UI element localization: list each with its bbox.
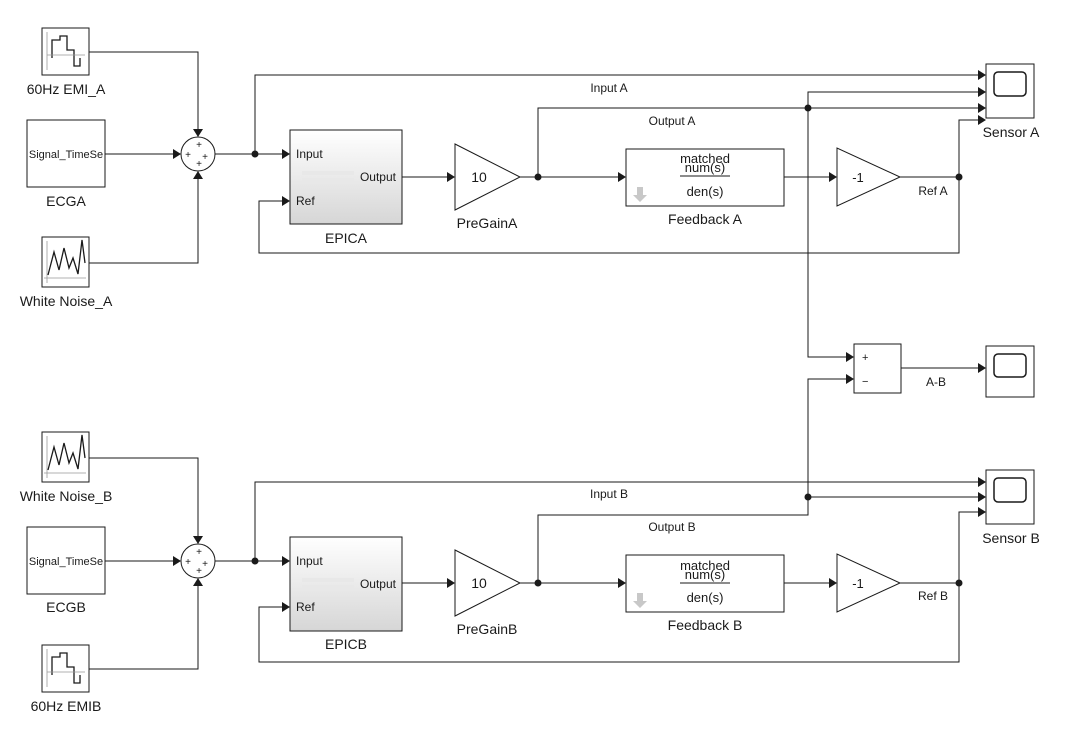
ecg-b-label: ECGB	[46, 599, 86, 615]
pregain-a-label: PreGainA	[457, 215, 518, 231]
sum-a-sign-bottom: +	[196, 159, 202, 170]
emi-a-label: 60Hz EMI_A	[27, 81, 106, 97]
epic-b-input-port: Input	[296, 554, 323, 568]
noise-a-label: White Noise_A	[20, 293, 113, 309]
emi-a-block[interactable]	[41, 27, 90, 76]
epic-a-ref-port: Ref	[296, 194, 315, 208]
sum-a-block[interactable]: + + + +	[180, 136, 216, 172]
ecg-b-block[interactable]: Signal_TimeSe	[26, 526, 106, 595]
feedback-b-block[interactable]: matched num(s) den(s)	[625, 554, 785, 613]
ecg-a-label: ECGA	[46, 193, 86, 209]
sum-a-sign-mid: +	[202, 152, 208, 163]
sensor-a-scope[interactable]	[985, 63, 1035, 119]
difference-section: + − A-B	[853, 343, 1035, 398]
sensor-b-label: Sensor B	[982, 530, 1040, 546]
system-b: White Noise_B Signal_TimeSe ECGB 60Hz EM…	[20, 374, 1040, 714]
signal-ref-b: Ref B	[918, 589, 948, 603]
signal-ref-a: Ref A	[918, 184, 947, 198]
epic-a-block[interactable]: Input Output Ref	[289, 129, 403, 225]
sensor-a-label: Sensor A	[983, 124, 1040, 140]
feedback-b-den: den(s)	[687, 590, 724, 605]
feedback-b-arrow-icon	[633, 593, 647, 608]
epic-b-output-port: Output	[360, 577, 397, 591]
epic-a-input-port: Input	[296, 147, 323, 161]
difference-sum-block[interactable]: + −	[853, 343, 902, 394]
feedback-a-num: num(s)	[685, 160, 725, 175]
epic-a-output-port: Output	[360, 170, 397, 184]
negate-a-value: -1	[852, 170, 864, 185]
signal-output-b: Output B	[648, 520, 695, 534]
epic-a-label: EPICA	[325, 230, 368, 246]
noise-a-block[interactable]	[41, 236, 90, 288]
pregain-a-value: 10	[471, 169, 487, 185]
pregain-b-value: 10	[471, 575, 487, 591]
sum-b-sign-mid: +	[202, 559, 208, 570]
epic-b-block[interactable]: Input Output Ref	[289, 536, 403, 632]
ecg-a-block[interactable]: Signal_TimeSe	[26, 119, 106, 188]
sum-b-sign-top: +	[196, 547, 202, 558]
pregain-b-block[interactable]: 10	[454, 549, 522, 617]
sensor-b-scope[interactable]	[985, 469, 1035, 525]
difference-minus: −	[862, 376, 868, 388]
epic-b-ref-port: Ref	[296, 600, 315, 614]
system-a: 60Hz EMI_A Signal_TimeSe ECGA White Nois…	[20, 27, 1040, 362]
ecg-b-content: Signal_TimeSe	[29, 556, 103, 568]
signal-output-a: Output A	[649, 114, 696, 128]
sum-a-sign-left: +	[185, 150, 191, 161]
difference-scope[interactable]	[985, 345, 1035, 398]
negate-a-block[interactable]: -1	[836, 147, 902, 207]
emi-b-label: 60Hz EMIB	[31, 698, 102, 714]
sum-b-block[interactable]: + + + +	[180, 543, 216, 579]
signal-input-a: Input A	[590, 81, 627, 95]
ecg-a-content: Signal_TimeSe	[29, 149, 103, 161]
feedback-a-label: Feedback A	[668, 211, 743, 227]
emi-b-block[interactable]	[41, 644, 90, 693]
feedback-a-arrow-icon	[633, 187, 647, 202]
feedback-b-num: num(s)	[685, 567, 725, 582]
feedback-a-block[interactable]: matched num(s) den(s)	[625, 148, 785, 207]
sum-b-sign-bottom: +	[196, 566, 202, 577]
feedback-b-label: Feedback B	[668, 617, 743, 633]
noise-b-label: White Noise_B	[20, 488, 113, 504]
sum-b-sign-left: +	[185, 557, 191, 568]
negate-b-value: -1	[852, 576, 864, 591]
negate-b-block[interactable]: -1	[836, 553, 902, 613]
feedback-a-den: den(s)	[687, 184, 724, 199]
feedback-a-matched: matched	[680, 151, 730, 166]
sum-a-sign-top: +	[196, 140, 202, 151]
signal-input-b: Input B	[590, 487, 628, 501]
feedback-b-matched: matched	[680, 558, 730, 573]
difference-plus: +	[862, 352, 868, 364]
signal-a-minus-b: A-B	[926, 375, 946, 389]
pregain-a-block[interactable]: 10	[454, 143, 522, 211]
noise-b-block[interactable]	[41, 431, 90, 483]
pregain-b-label: PreGainB	[457, 621, 518, 637]
epic-b-label: EPICB	[325, 636, 367, 652]
